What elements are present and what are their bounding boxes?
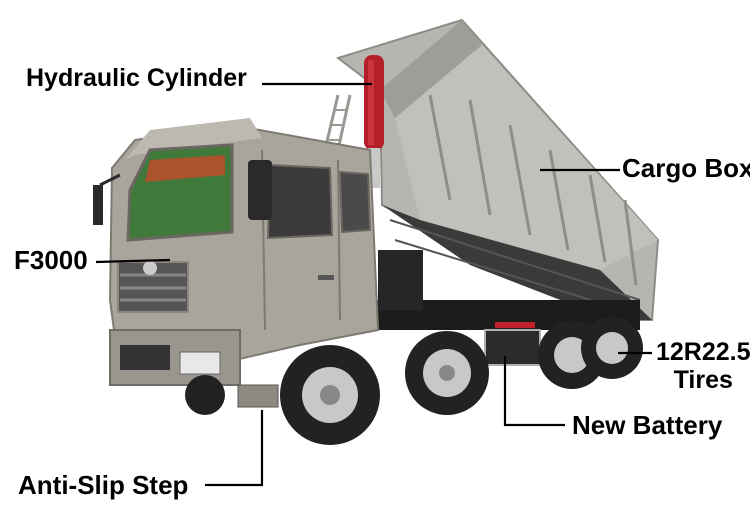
front-wheel-2	[405, 331, 489, 415]
truck-cab	[93, 118, 380, 408]
label-new-battery: New Battery	[572, 410, 723, 440]
cargo-box	[335, 18, 660, 321]
leader-f3000	[95, 258, 171, 264]
leader-lines	[95, 82, 652, 487]
label-tires-word: Tires	[673, 366, 733, 394]
front-wheel-1	[280, 345, 380, 445]
label-anti-slip-step: Anti-Slip Step	[18, 470, 189, 500]
label-f3000: F3000	[14, 245, 88, 275]
leader-battery	[503, 356, 565, 427]
label-cargo-box: Cargo Box	[622, 153, 750, 183]
label-hydraulic-cylinder: Hydraulic Cylinder	[26, 64, 247, 92]
leader-step	[205, 410, 264, 487]
label-tires: 12R22.5 Tires	[656, 338, 750, 394]
rear-wheel-2	[581, 317, 643, 379]
box-ladder	[323, 94, 352, 151]
front-left-wheel	[185, 375, 225, 415]
label-tires-size: 12R22.5	[656, 338, 750, 366]
